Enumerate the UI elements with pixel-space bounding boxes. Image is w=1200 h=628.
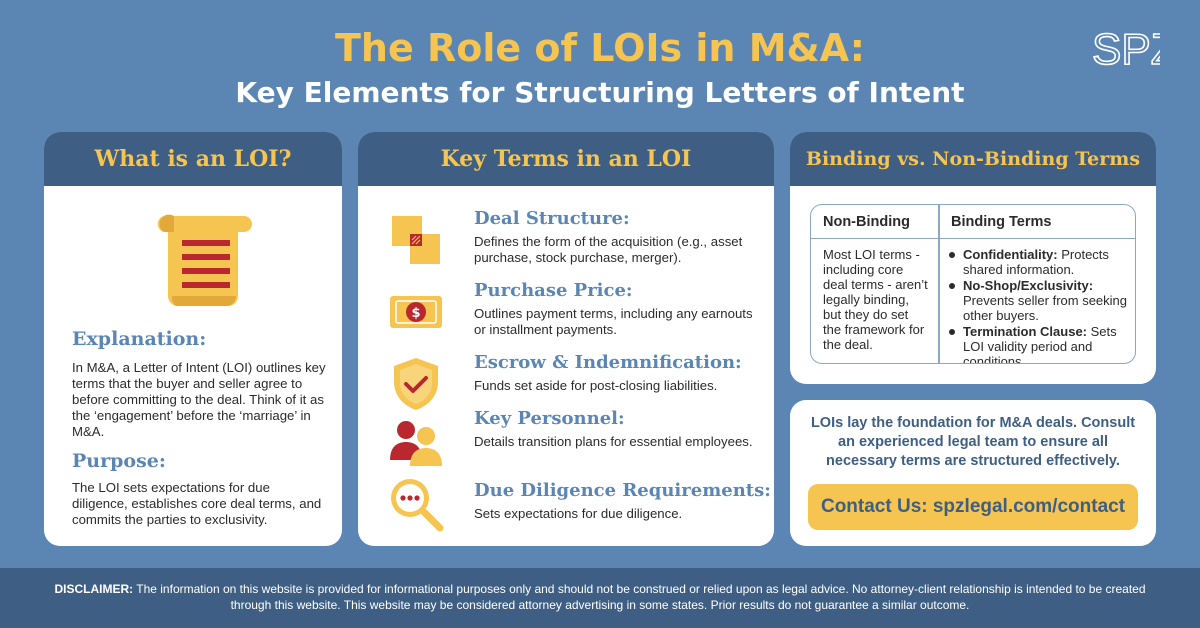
term-desc: Sets expectations for due diligence. [474,506,683,521]
card-heading: What is an LOI? [44,132,342,186]
cta-text: LOIs lay the foundation for M&A deals. C… [810,415,1136,469]
scroll-document-icon [154,208,254,312]
item-text: Sets LOI validity period and conditions. [963,324,1117,364]
term-title: Due Diligence Requirements: [474,480,771,501]
card-heading: Binding vs. Non-Binding Terms [790,132,1156,186]
list-item: Termination Clause: Sets LOI validity pe… [949,324,1133,364]
term-purchase-price: $ Purchase Price: Outlines payment terms… [358,280,774,348]
magnifier-icon [388,476,444,532]
list-item: No-Shop/Exclusivity: Prevents seller fro… [949,278,1133,323]
contact-us-button[interactable]: Contact Us: spzlegal.com/contact [808,484,1138,530]
term-title: Escrow & Indemnification: [474,352,742,373]
item-label: Termination Clause: [963,324,1088,339]
purpose-text: The LOI sets expectations for due dilige… [72,480,322,527]
disclaimer-footer: DISCLAIMER: The information on this webs… [0,568,1200,628]
term-escrow: Escrow & Indemnification: Funds set asid… [358,352,774,420]
explanation-text: In M&A, a Letter of Intent (LOI) outline… [72,360,326,439]
term-title: Key Personnel: [474,408,625,429]
key-terms-card: Key Terms in an LOI Deal Structure: Defi… [358,132,774,546]
term-key-personnel: Key Personnel: Details transition plans … [358,408,774,476]
svg-text:$: $ [411,306,420,321]
deal-structure-icon [388,212,444,268]
spz-logo: SPZ [1090,22,1178,75]
explanation-title: Explanation: [72,328,207,350]
term-deal-structure: Deal Structure: Defines the form of the … [358,208,774,276]
card-heading: Key Terms in an LOI [358,132,774,186]
dollar-bill-icon: $ [388,284,444,340]
term-desc: Details transition plans for essential e… [474,434,753,449]
disclaimer-text: The information on this website is provi… [133,582,1146,612]
binding-comparison-table: Non-Binding Binding Terms Most LOI terms… [810,204,1136,364]
page-subtitle: Key Elements for Structuring Letters of … [235,76,965,109]
item-label: Confidentiality: [963,247,1058,262]
purpose-title: Purpose: [72,450,166,472]
term-due-diligence: Due Diligence Requirements: Sets expecta… [358,479,774,546]
term-title: Purchase Price: [474,280,633,301]
list-item: Confidentiality: Protects shared informa… [949,247,1133,277]
disclaimer-label: DISCLAIMER: [54,582,134,596]
page-title: The Role of LOIs in M&A: [335,26,865,70]
table-header: Non-Binding Binding Terms [811,205,1135,239]
item-text: Prevents seller from seeking other buyer… [963,293,1128,323]
term-title: Deal Structure: [474,208,630,229]
people-icon [388,414,444,470]
term-desc: Funds set aside for post-closing liabili… [474,378,718,393]
non-binding-header: Non-Binding [823,214,910,230]
what-is-loi-card: What is an LOI? Explanation: In M&A, a L… [44,132,342,546]
column-divider [938,205,940,363]
item-label: No-Shop/Exclusivity: [963,278,1094,293]
term-desc: Defines the form of the acquisition (e.g… [474,234,743,265]
cta-card: LOIs lay the foundation for M&A deals. C… [790,400,1156,546]
item-text: Protects shared information. [963,247,1109,277]
logo-text: SPZ [1092,25,1160,72]
binding-terms-card: Binding vs. Non-Binding Terms Non-Bindin… [790,132,1156,384]
binding-list: Confidentiality: Protects shared informa… [949,247,1133,364]
binding-header: Binding Terms [951,214,1052,230]
non-binding-text: Most LOI terms - including core deal ter… [823,247,928,352]
term-desc: Outlines payment terms, including any ea… [474,306,753,337]
shield-check-icon [388,356,444,412]
